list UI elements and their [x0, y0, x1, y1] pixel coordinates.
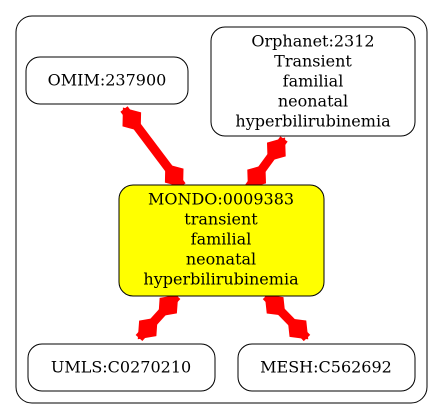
- node-mesh-box: [237, 343, 416, 392]
- node-orphanet[interactable]: Orphanet:2312 Transient familial neonata…: [210, 26, 416, 137]
- node-orphanet-label-3: neonatal: [278, 92, 348, 111]
- node-mondo-label-3: neonatal: [186, 250, 256, 269]
- node-orphanet-box: [210, 26, 416, 137]
- node-omim-label-0: OMIM:237900: [48, 71, 167, 90]
- edge-mondo-umls-start-marker: [158, 294, 179, 317]
- node-orphanet-label-2: familial: [283, 72, 344, 91]
- node-umls[interactable]: UMLS:C0270210: [27, 343, 216, 392]
- node-mesh-label-0: MESH:C562692: [260, 358, 392, 377]
- node-mondo-label-2: familial: [191, 230, 252, 249]
- node-mondo-label-0: MONDO:0009383: [148, 190, 294, 209]
- node-mondo-box: [118, 184, 325, 297]
- edge-mondo-mesh-end-marker: [287, 318, 309, 340]
- edge-mondo-mesh-start-marker: [264, 294, 286, 316]
- node-orphanet-label-4: hyperbilirubinemia: [235, 112, 391, 131]
- edge-omim-mondo-end-marker: [164, 163, 184, 188]
- node-umls-box: [27, 343, 216, 392]
- edge-omim-mondo-start-marker: [122, 107, 142, 132]
- node-mesh[interactable]: MESH:C562692: [237, 343, 416, 392]
- node-orphanet-label-0: Orphanet:2312: [251, 32, 374, 51]
- node-mondo-label-1: transient: [184, 210, 258, 229]
- node-mondo-label-4: hyperbilirubinemia: [143, 270, 299, 289]
- node-omim[interactable]: OMIM:237900: [25, 56, 189, 105]
- node-orphanet-label-1: Transient: [274, 52, 352, 71]
- node-omim-box: [25, 56, 189, 105]
- edge-mondo-umls-end-marker: [137, 317, 158, 340]
- edge-orphanet-mondo-start-marker: [266, 137, 286, 162]
- node-umls-label-0: UMLS:C0270210: [51, 358, 191, 377]
- edges-layer: [120, 106, 311, 342]
- node-mondo[interactable]: MONDO:0009383 transient familial neonata…: [118, 184, 325, 297]
